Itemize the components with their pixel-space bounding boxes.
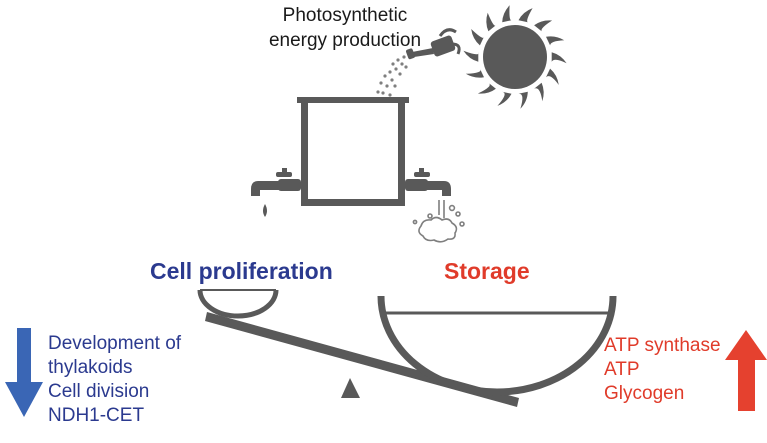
list-item: Cell division [48,381,150,402]
right-faucet-icon [405,168,451,196]
sun-ray [534,82,544,102]
sun-rays [463,5,567,109]
energy-caption-line-2: energy production [268,30,422,51]
water-droplets [376,55,408,97]
cell-proliferation-list: Development of thylakoids Cell division … [48,332,181,428]
up-arrow-icon [725,330,767,411]
sun-ray [477,82,496,94]
list-item: ATP [604,359,640,380]
sun-ray [502,5,512,23]
energy-caption-line-1: Photosynthetic [282,5,408,26]
sun-ray [546,36,565,46]
storage-title: Storage [444,258,530,284]
sun-ray [546,68,559,85]
balance-scale-icon [197,289,617,407]
list-item: thylakoids [48,357,133,378]
energy-caption: Photosynthetic energy production [250,3,440,53]
list-item: ATP synthase [604,335,721,356]
fulcrum [341,378,360,398]
list-item: Glycogen [604,383,685,404]
sun-ray [551,52,567,64]
right-pan [377,295,617,396]
sun-ray [463,50,479,62]
sun-ray [534,20,553,32]
storage-list: ATP synthase ATP Glycogen [604,334,721,406]
left-pan [197,289,279,319]
sun-icon [463,5,567,109]
sun-ray [465,68,484,78]
sun-ray [486,12,496,32]
down-arrow-icon [5,328,43,417]
list-item: NDH1-CET [48,405,145,426]
list-item: Development of [48,333,182,354]
sun-ray [518,8,533,23]
sun-ray [497,91,512,106]
sun-ray [518,91,528,109]
cell-proliferation-title: Cell proliferation [150,258,333,284]
water-splash-icon [412,200,465,243]
left-faucet-icon [251,168,301,217]
sun-ray [471,29,484,46]
water-tank-icon [297,97,409,206]
watering-can-icon [406,28,461,60]
